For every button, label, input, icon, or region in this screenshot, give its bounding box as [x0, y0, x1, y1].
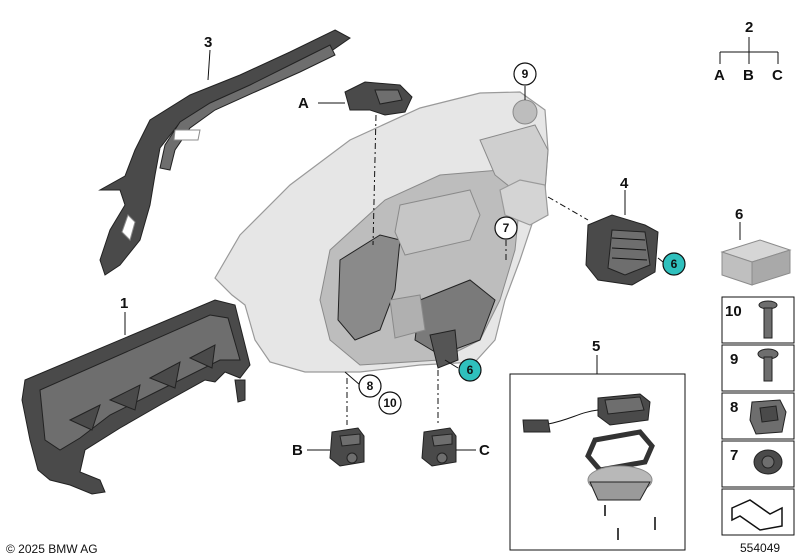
callout-6b-text: 6: [467, 363, 474, 377]
dash-4: [547, 196, 589, 221]
part-4-control-unit: [585, 214, 659, 286]
callout-circle-9: [513, 62, 537, 86]
part-C-actuator: [421, 427, 457, 467]
headlight-housing: [214, 91, 549, 373]
part-5-heatsink: [587, 465, 653, 501]
callout-circle-10: [378, 391, 402, 415]
callout-8-text: 8: [367, 379, 374, 393]
diagram-number: 554049: [740, 541, 780, 555]
callout-circle-6-highlight-b: [458, 358, 482, 382]
sidebar-label-6: 6: [735, 206, 743, 223]
sidebar-cell-10: [721, 296, 795, 344]
legend-tree: 2 A B C: [714, 19, 783, 84]
part-5-screws: [604, 505, 656, 540]
part-5-gasket: [585, 429, 655, 473]
dash-A: [372, 114, 377, 246]
leader-6a: [657, 257, 664, 263]
sidebar-label-8: 8: [730, 399, 738, 416]
part-1-lower-panel: [21, 299, 251, 495]
legend-branch-B: B: [743, 67, 754, 84]
label-C: C: [479, 442, 490, 459]
bolt-10-icon: [758, 300, 778, 339]
callout-10-text: 10: [383, 396, 397, 410]
label-A: A: [298, 95, 309, 112]
callout-9-text: 9: [522, 67, 529, 81]
adjuster-knob: [512, 99, 538, 125]
legend-branch-A: A: [714, 67, 725, 84]
legend-branch-C: C: [772, 67, 783, 84]
label-B: B: [292, 442, 303, 459]
legend-top: 2: [745, 19, 753, 36]
callout-circle-6-highlight-a: [662, 252, 686, 276]
copyright-text: © 2025 BMW AG: [6, 542, 98, 556]
nut-7-icon: [753, 449, 783, 475]
part-B-actuator: [329, 427, 365, 467]
sidebar-label-7: 7: [730, 447, 738, 464]
callout-6a-text: 6: [671, 257, 678, 271]
part-5-led-module: [522, 393, 651, 433]
leader-6b: [444, 359, 459, 369]
callout-7-text: 7: [503, 221, 510, 235]
label-part-4: 4: [620, 175, 629, 192]
label-part-5: 5: [592, 338, 600, 355]
part-A-module: [344, 81, 413, 116]
leader-8: [344, 371, 361, 386]
sidebar-item-6: 6: [720, 206, 792, 286]
label-part-3: 3: [204, 34, 212, 51]
leader-3: [207, 49, 211, 81]
screw-9-icon: [757, 348, 779, 382]
sidebar-label-10: 10: [725, 303, 742, 320]
part-3-trim-strip: [98, 29, 351, 276]
callout-circle-8: [358, 374, 382, 398]
sidebar-label-9: 9: [730, 351, 738, 368]
callout-circle-7: [494, 216, 518, 240]
clip-8-icon: [749, 399, 787, 435]
label-part-1: 1: [120, 295, 128, 312]
step-arrow-icon: [731, 499, 783, 531]
